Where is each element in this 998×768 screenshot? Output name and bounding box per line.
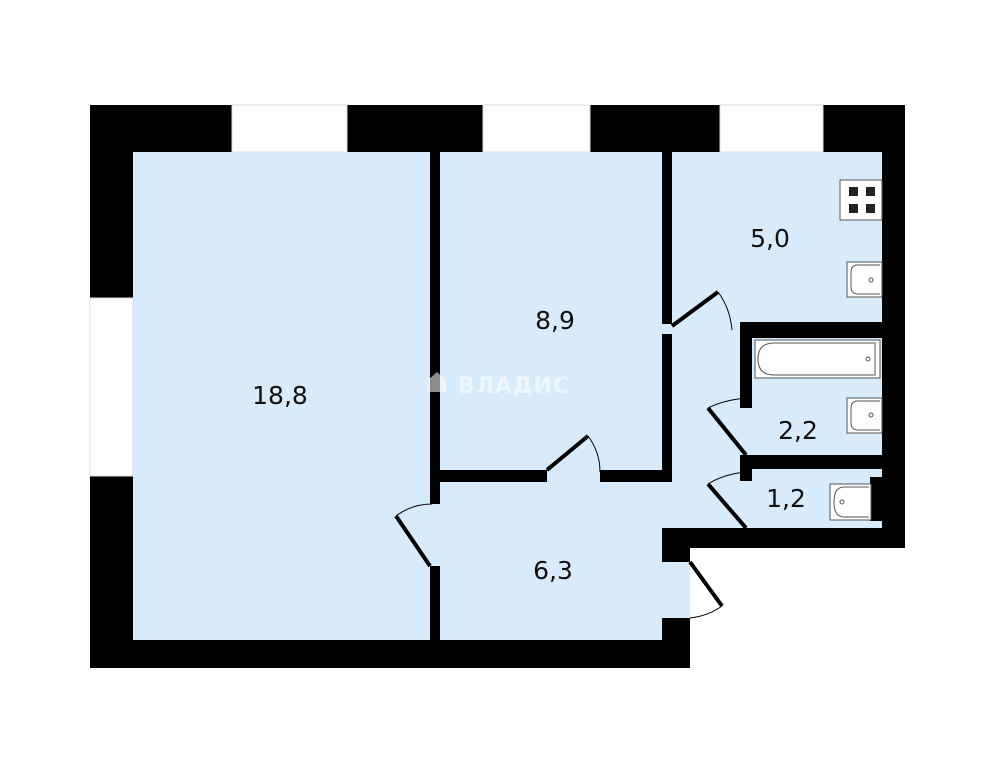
interior-walls <box>430 152 882 640</box>
toilet-icon <box>829 483 872 521</box>
room-area-kitchen: 5,0 <box>750 224 790 253</box>
kitchen-door[interactable] <box>670 290 720 328</box>
room-area-bedroom: 8,9 <box>535 306 575 335</box>
floor-area <box>133 152 882 640</box>
bathroom-sink-icon <box>846 397 883 434</box>
stove-icon <box>839 179 883 221</box>
bathtub-icon <box>754 339 881 379</box>
living-room-door[interactable] <box>394 514 432 568</box>
window <box>482 104 591 153</box>
entrance-door[interactable] <box>688 560 724 608</box>
room-area-toilet: 1,2 <box>766 484 806 513</box>
window <box>231 104 348 153</box>
entrance-door-opening <box>660 562 692 618</box>
room-area-hallway: 6,3 <box>533 556 573 585</box>
room-area-bathroom: 2,2 <box>778 416 818 445</box>
kitchen-sink-icon <box>846 261 883 298</box>
bathroom-door[interactable] <box>706 406 748 457</box>
toilet-door[interactable] <box>706 482 748 530</box>
window <box>89 297 134 477</box>
bedroom-door[interactable] <box>545 434 590 472</box>
room-area-living: 18,8 <box>252 381 308 410</box>
watermark-text: ВЛАДИС <box>458 374 570 399</box>
watermark-logo: ВЛАДИС <box>428 372 570 399</box>
window <box>719 104 824 153</box>
doors <box>394 290 748 568</box>
